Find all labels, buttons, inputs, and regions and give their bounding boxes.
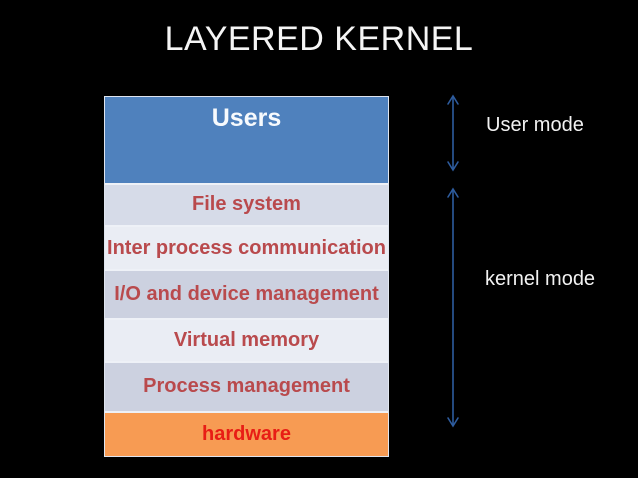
user-mode-label: User mode bbox=[486, 114, 584, 136]
layer-file-system: File system bbox=[105, 182, 388, 226]
layer-users-label: Users bbox=[211, 104, 282, 132]
layer-hardware-label: hardware bbox=[202, 423, 291, 446]
layer-virtual-memory: Virtual memory bbox=[105, 317, 388, 361]
kernel-mode-label: kernel mode bbox=[485, 268, 596, 290]
layer-inter-process-communication: Inter process communication bbox=[105, 225, 388, 270]
layer-io-label: I/O and device management bbox=[114, 282, 379, 305]
layer-virtual-memory-label: Virtual memory bbox=[173, 328, 320, 351]
layer-hardware: hardware bbox=[105, 411, 388, 456]
layer-io-device-management: I/O and device management bbox=[105, 269, 388, 318]
layer-file-system-label: File system bbox=[192, 193, 301, 216]
layer-process-management: Process management bbox=[105, 360, 388, 412]
layer-ipc-label: Inter process communication bbox=[107, 236, 386, 259]
slide-title: LAYERED KERNEL bbox=[164, 20, 474, 58]
layered-kernel-stack: Users File system Inter process communic… bbox=[104, 96, 389, 457]
layer-users: Users bbox=[105, 97, 388, 183]
user-mode-arrow bbox=[447, 94, 459, 172]
kernel-mode-arrow bbox=[447, 187, 459, 428]
layer-process-management-label: Process management bbox=[143, 375, 350, 398]
